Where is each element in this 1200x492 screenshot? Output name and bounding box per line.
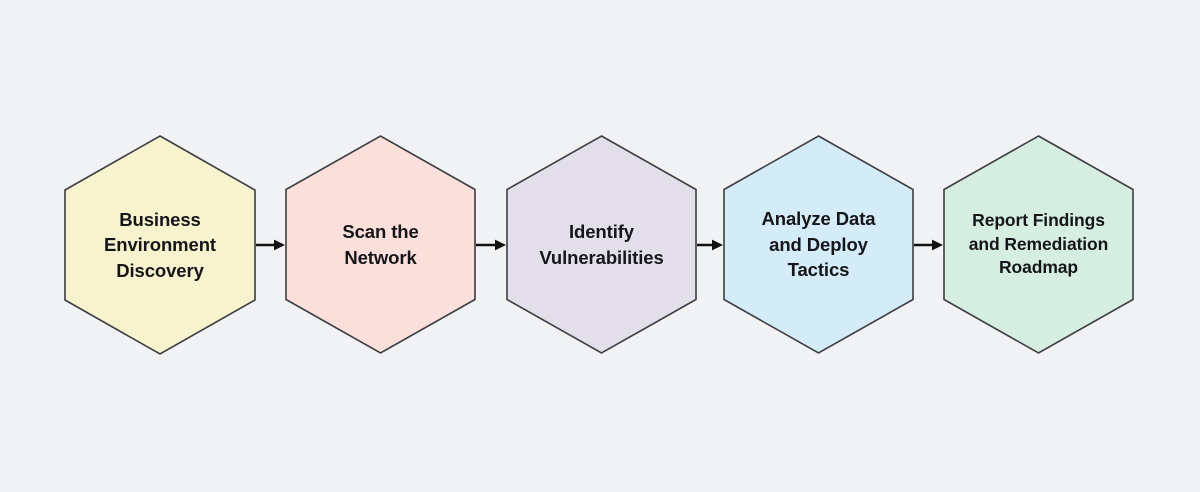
flow-node-report-findings-and-remediation-roadmap[interactable]: Report Findings and Remediation Roadmap [943, 135, 1134, 354]
flow-arrow-2 [476, 238, 506, 252]
flow-arrow-1 [256, 238, 285, 252]
hexagon-shape-3 [506, 135, 697, 354]
flow-node-identify-vulnerabilities[interactable]: Identify Vulnerabilities [506, 135, 697, 354]
hexagon-shape-1 [64, 135, 256, 355]
flow-arrow-4 [914, 238, 943, 252]
hexagon-shape-4 [723, 135, 914, 354]
hexagon-shape-5 [943, 135, 1134, 354]
flow-arrow-3 [697, 238, 723, 252]
flow-node-business-environment-discovery[interactable]: Business Environment Discovery [64, 135, 256, 355]
hexagon-shape-2 [285, 135, 476, 354]
flow-node-scan-the-network[interactable]: Scan the Network [285, 135, 476, 354]
flow-node-analyze-data-and-deploy-tactics[interactable]: Analyze Data and Deploy Tactics [723, 135, 914, 354]
